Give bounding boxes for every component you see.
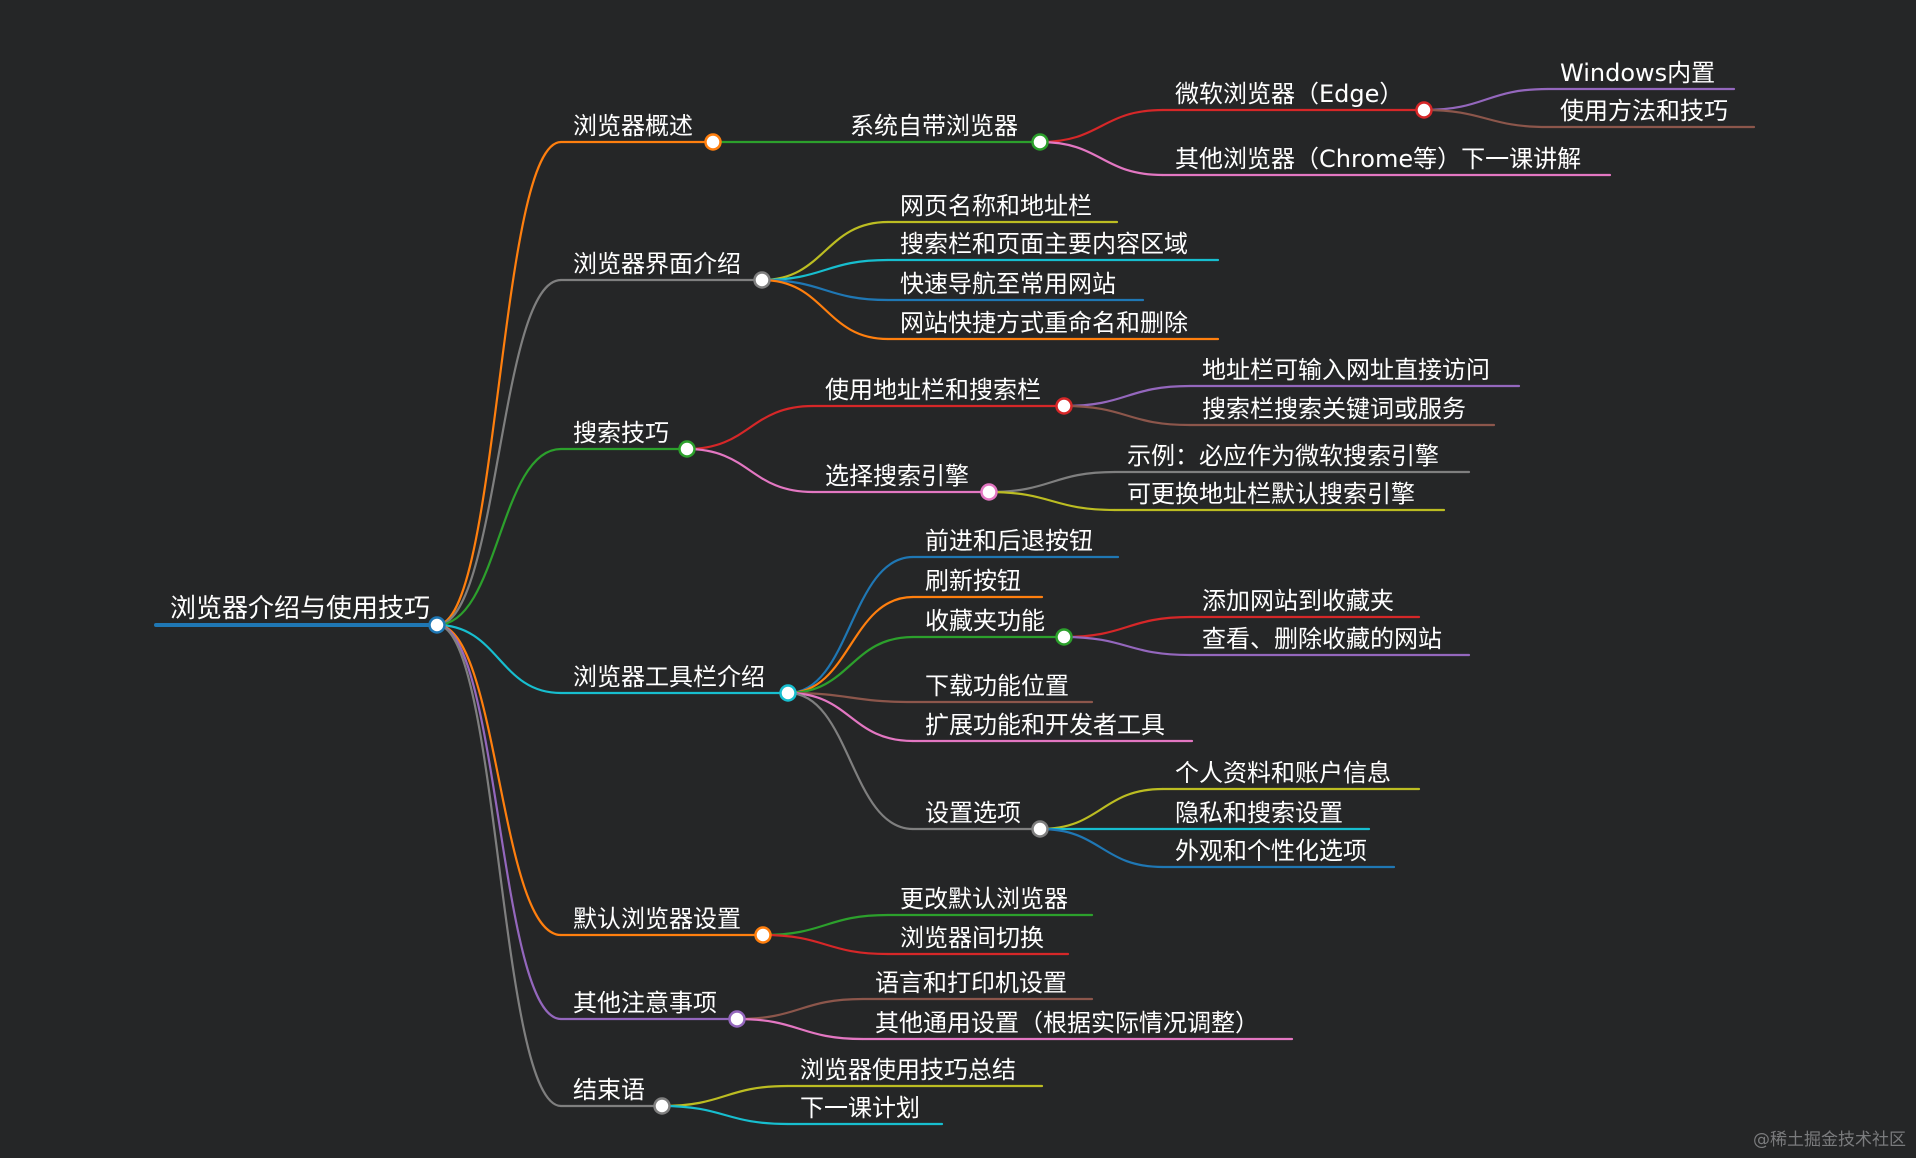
link-5-1 (736, 1017, 864, 1041)
node-label-3-4: 扩展功能和开发者工具 (925, 711, 1165, 739)
link-0 (436, 140, 562, 627)
link-3 (436, 623, 562, 695)
collapse-toggle-0-0[interactable] (1031, 133, 1049, 151)
collapse-toggle-3[interactable] (779, 684, 797, 702)
node-label-3: 浏览器工具栏介绍 (573, 663, 765, 691)
link-2 (436, 447, 562, 627)
link-2-0 (686, 404, 814, 451)
node-label-3-2-0: 添加网站到收藏夹 (1202, 587, 1394, 615)
node-label-4-1: 浏览器间切换 (900, 924, 1044, 952)
node-label-2-1-0: 示例：必应作为微软搜索引擎 (1127, 442, 1439, 470)
link-1-0 (761, 220, 889, 282)
link-5-0 (736, 997, 864, 1021)
link-1-1 (761, 258, 889, 282)
link-0-0-1 (1039, 140, 1164, 177)
collapse-toggle-2-1[interactable] (980, 483, 998, 501)
link-3-5-0 (1039, 787, 1164, 831)
link-3-5 (787, 691, 914, 831)
node-label-3-3: 下载功能位置 (925, 672, 1069, 700)
link-6-1 (661, 1104, 789, 1126)
node-label-6-1: 下一课计划 (800, 1094, 920, 1122)
node-label-3-1: 刷新按钮 (925, 567, 1021, 595)
link-3-5-2 (1039, 827, 1164, 869)
link-0-0-0-0 (1423, 87, 1549, 112)
collapse-toggle-0-0-0[interactable] (1415, 101, 1433, 119)
node-label-3-5-2: 外观和个性化选项 (1175, 837, 1367, 865)
collapse-toggle-3-5[interactable] (1031, 820, 1049, 838)
node-label-0: 浏览器概述 (573, 112, 693, 140)
collapse-toggle-0[interactable] (704, 133, 722, 151)
link-3-2-0 (1063, 615, 1191, 639)
node-label-5-0: 语言和打印机设置 (875, 969, 1067, 997)
collapse-toggle-4[interactable] (754, 926, 772, 944)
link-6 (436, 623, 562, 1108)
root-node-label: 浏览器介绍与使用技巧 (170, 594, 430, 624)
node-label-4: 默认浏览器设置 (573, 905, 741, 933)
link-2-0-1 (1063, 404, 1191, 427)
node-label-6-0: 浏览器使用技巧总结 (800, 1056, 1016, 1084)
collapse-toggle-5[interactable] (728, 1010, 746, 1028)
link-4-0 (762, 913, 889, 937)
node-label-3-2: 收藏夹功能 (925, 607, 1045, 635)
node-label-6: 结束语 (573, 1076, 645, 1104)
node-label-1-0: 网页名称和地址栏 (900, 192, 1092, 220)
mindmap-links (436, 87, 1549, 1126)
node-label-0-0-0: 微软浏览器（Edge） (1175, 80, 1403, 108)
link-3-2 (787, 635, 914, 695)
node-label-2-0-0: 地址栏可输入网址直接访问 (1202, 356, 1490, 384)
link-3-2-1 (1063, 635, 1191, 657)
link-2-1-0 (988, 470, 1116, 494)
link-1-2 (761, 278, 889, 302)
link-3-4 (787, 691, 914, 743)
mindmap-toggle-dots (428, 101, 1433, 1115)
node-label-1-2: 快速导航至常用网站 (900, 270, 1116, 298)
node-label-2-0-1: 搜索栏搜索关键词或服务 (1202, 395, 1466, 423)
node-label-0-0: 系统自带浏览器 (850, 112, 1018, 140)
node-label-1-3: 网站快捷方式重命名和删除 (900, 309, 1188, 337)
node-label-3-5-0: 个人资料和账户信息 (1175, 759, 1391, 787)
link-2-1-1 (988, 490, 1116, 512)
link-1 (436, 278, 562, 627)
node-label-3-0: 前进和后退按钮 (925, 527, 1093, 555)
node-label-0-0-1: 其他浏览器（Chrome等）下一课讲解 (1175, 145, 1581, 173)
link-3-0 (787, 555, 914, 695)
watermark: @稀土掘金技术社区 (1753, 1130, 1906, 1150)
node-label-5: 其他注意事项 (573, 989, 717, 1017)
link-4 (436, 623, 562, 937)
link-2-0-0 (1063, 384, 1191, 408)
node-label-1-1: 搜索栏和页面主要内容区域 (900, 230, 1188, 258)
node-label-3-5: 设置选项 (925, 799, 1021, 827)
node-label-2-0: 使用地址栏和搜索栏 (825, 376, 1041, 404)
node-label-0-0-0-1: 使用方法和技巧 (1560, 97, 1728, 125)
node-label-2: 搜索技巧 (573, 419, 669, 447)
node-label-2-1: 选择搜索引擎 (825, 462, 969, 490)
collapse-toggle-3-2[interactable] (1055, 628, 1073, 646)
collapse-toggle-2-0[interactable] (1055, 397, 1073, 415)
link-0-0-0-1 (1423, 108, 1549, 129)
link-1-3 (761, 278, 889, 341)
link-3-1 (787, 595, 914, 695)
mindmap-underlines (154, 87, 1756, 1126)
collapse-toggle-1[interactable] (753, 271, 771, 289)
link-6-0 (661, 1084, 789, 1108)
link-5 (436, 623, 562, 1021)
node-label-2-1-1: 可更换地址栏默认搜索引擎 (1127, 480, 1415, 508)
node-label-3-5-1: 隐私和搜索设置 (1175, 799, 1343, 827)
mindmap-labels: 浏览器介绍与使用技巧 浏览器概述 系统自带浏览器 微软浏览器（Edge） Windows… (170, 59, 1728, 1122)
node-label-0-0-0-0: Windows内置 (1560, 59, 1715, 87)
node-label-3-2-1: 查看、删除收藏的网站 (1202, 625, 1442, 653)
node-label-1: 浏览器界面介绍 (573, 250, 741, 278)
node-label-5-1: 其他通用设置（根据实际情况调整） (875, 1009, 1259, 1037)
link-4-1 (762, 933, 889, 956)
collapse-toggle-6[interactable] (653, 1097, 671, 1115)
collapse-toggle-2[interactable] (678, 440, 696, 458)
node-label-4-0: 更改默认浏览器 (900, 885, 1068, 913)
link-3-3 (787, 691, 914, 704)
link-0-0-0 (1039, 108, 1164, 144)
link-2-1 (686, 447, 814, 494)
collapse-toggle-root[interactable] (428, 616, 446, 634)
